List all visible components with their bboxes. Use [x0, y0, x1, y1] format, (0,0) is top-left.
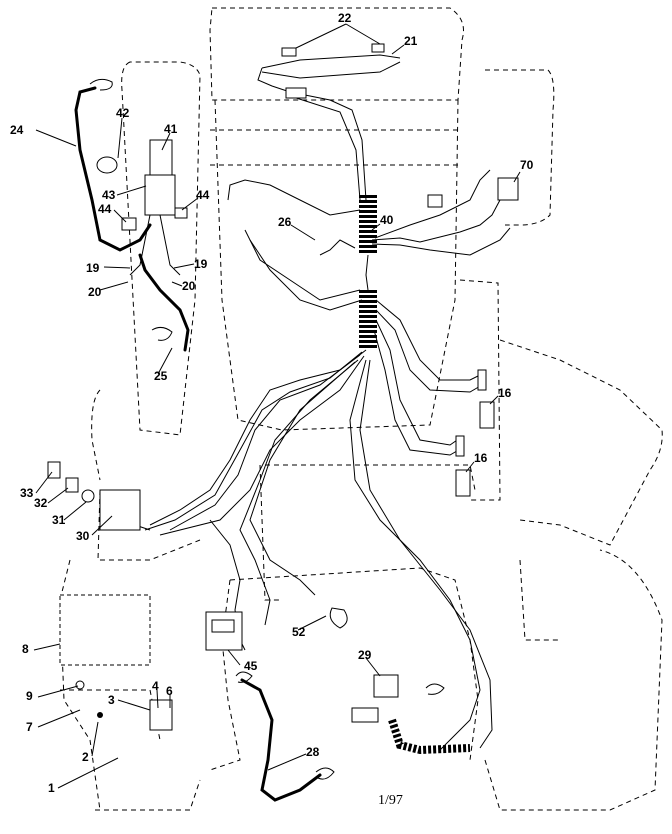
leader-lines — [33, 23, 521, 789]
callout-43: 43 — [102, 188, 116, 202]
callout-4: 4 — [152, 679, 159, 693]
date-code: 1/97 — [378, 793, 403, 808]
relay-29 — [373, 674, 399, 698]
callout-9: 9 — [26, 689, 33, 703]
callout-70: 70 — [520, 158, 534, 172]
callout-40: 40 — [380, 213, 394, 227]
callout-16-lower: 16 — [474, 451, 488, 465]
callout-8: 8 — [22, 642, 29, 656]
callout-32: 32 — [34, 496, 48, 510]
solenoid-assembly — [96, 139, 188, 276]
conduit-40 — [359, 195, 377, 350]
callout-41: 41 — [164, 122, 178, 136]
left-switch-assembly — [47, 461, 141, 531]
callout-2: 2 — [82, 750, 89, 764]
callout-42: 42 — [116, 106, 130, 120]
callout-labels: 22 21 24 42 41 43 44 44 70 26 40 19 19 2… — [10, 11, 534, 795]
callout-16-upper: 16 — [498, 386, 512, 400]
callout-24: 24 — [10, 123, 24, 137]
lower-components — [205, 607, 471, 802]
cables-24-25 — [74, 78, 190, 352]
callout-20-left: 20 — [88, 285, 102, 299]
upper-harness — [257, 43, 401, 201]
callout-3: 3 — [108, 693, 115, 707]
connector-22b — [371, 43, 385, 53]
callout-19-left: 19 — [86, 261, 100, 275]
callout-28: 28 — [306, 745, 320, 759]
connector-16a — [479, 401, 495, 429]
callout-29: 29 — [358, 648, 372, 662]
connector-21 — [285, 87, 307, 99]
callout-21: 21 — [404, 34, 418, 48]
callout-44-right: 44 — [196, 188, 210, 202]
engine-area-parts — [59, 594, 173, 731]
callout-26: 26 — [278, 215, 292, 229]
connector-22a — [281, 47, 297, 57]
callout-31: 31 — [52, 513, 66, 527]
connector-70 — [497, 177, 519, 201]
callout-45: 45 — [244, 659, 258, 673]
right-connectors — [427, 177, 519, 497]
callout-6: 6 — [166, 684, 173, 698]
callout-1: 1 — [48, 781, 55, 795]
callout-7: 7 — [26, 720, 33, 734]
tractor-outline — [59, 7, 663, 811]
callout-33: 33 — [20, 486, 34, 500]
connector-16b — [455, 469, 471, 497]
callout-22: 22 — [338, 11, 352, 25]
callout-25: 25 — [154, 369, 168, 383]
callout-30: 30 — [76, 529, 90, 543]
harness-wires — [104, 169, 511, 751]
callout-52: 52 — [292, 625, 306, 639]
callout-19-right: 19 — [194, 257, 208, 271]
callout-44-left: 44 — [98, 202, 112, 216]
callout-20-right: 20 — [182, 279, 196, 293]
